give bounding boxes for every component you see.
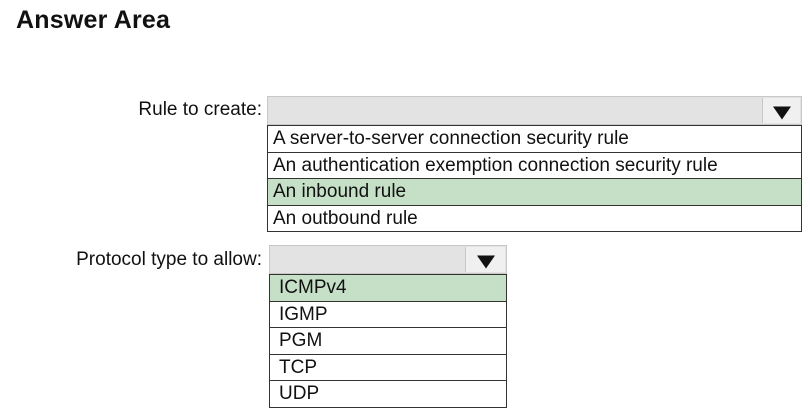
protocol-type-options: ICMPv4 IGMP PGM TCP UDP <box>269 274 507 408</box>
rule-option-server-to-server[interactable]: A server-to-server connection security r… <box>268 126 801 153</box>
chevron-down-icon[interactable] <box>762 98 800 123</box>
rule-to-create-options: A server-to-server connection security r… <box>267 125 802 232</box>
rule-option-authentication-exemption[interactable]: An authentication exemption connection s… <box>268 153 801 179</box>
rule-to-create-dropdown[interactable] <box>267 96 802 125</box>
rule-to-create-label: Rule to create: <box>138 99 262 120</box>
protocol-type-label: Protocol type to allow: <box>76 249 262 270</box>
protocol-option-igmp[interactable]: IGMP <box>270 302 506 329</box>
protocol-option-udp[interactable]: UDP <box>279 383 320 405</box>
chevron-down-icon[interactable] <box>465 247 505 272</box>
protocol-option-icmpv4[interactable]: ICMPv4 <box>270 275 506 302</box>
rule-option-outbound[interactable]: An outbound rule <box>273 207 418 229</box>
protocol-option-pgm[interactable]: PGM <box>270 328 506 355</box>
protocol-type-dropdown[interactable] <box>269 245 507 274</box>
page-title: Answer Area <box>16 6 171 34</box>
rule-option-inbound[interactable]: An inbound rule <box>268 179 801 206</box>
protocol-option-tcp[interactable]: TCP <box>270 355 506 382</box>
